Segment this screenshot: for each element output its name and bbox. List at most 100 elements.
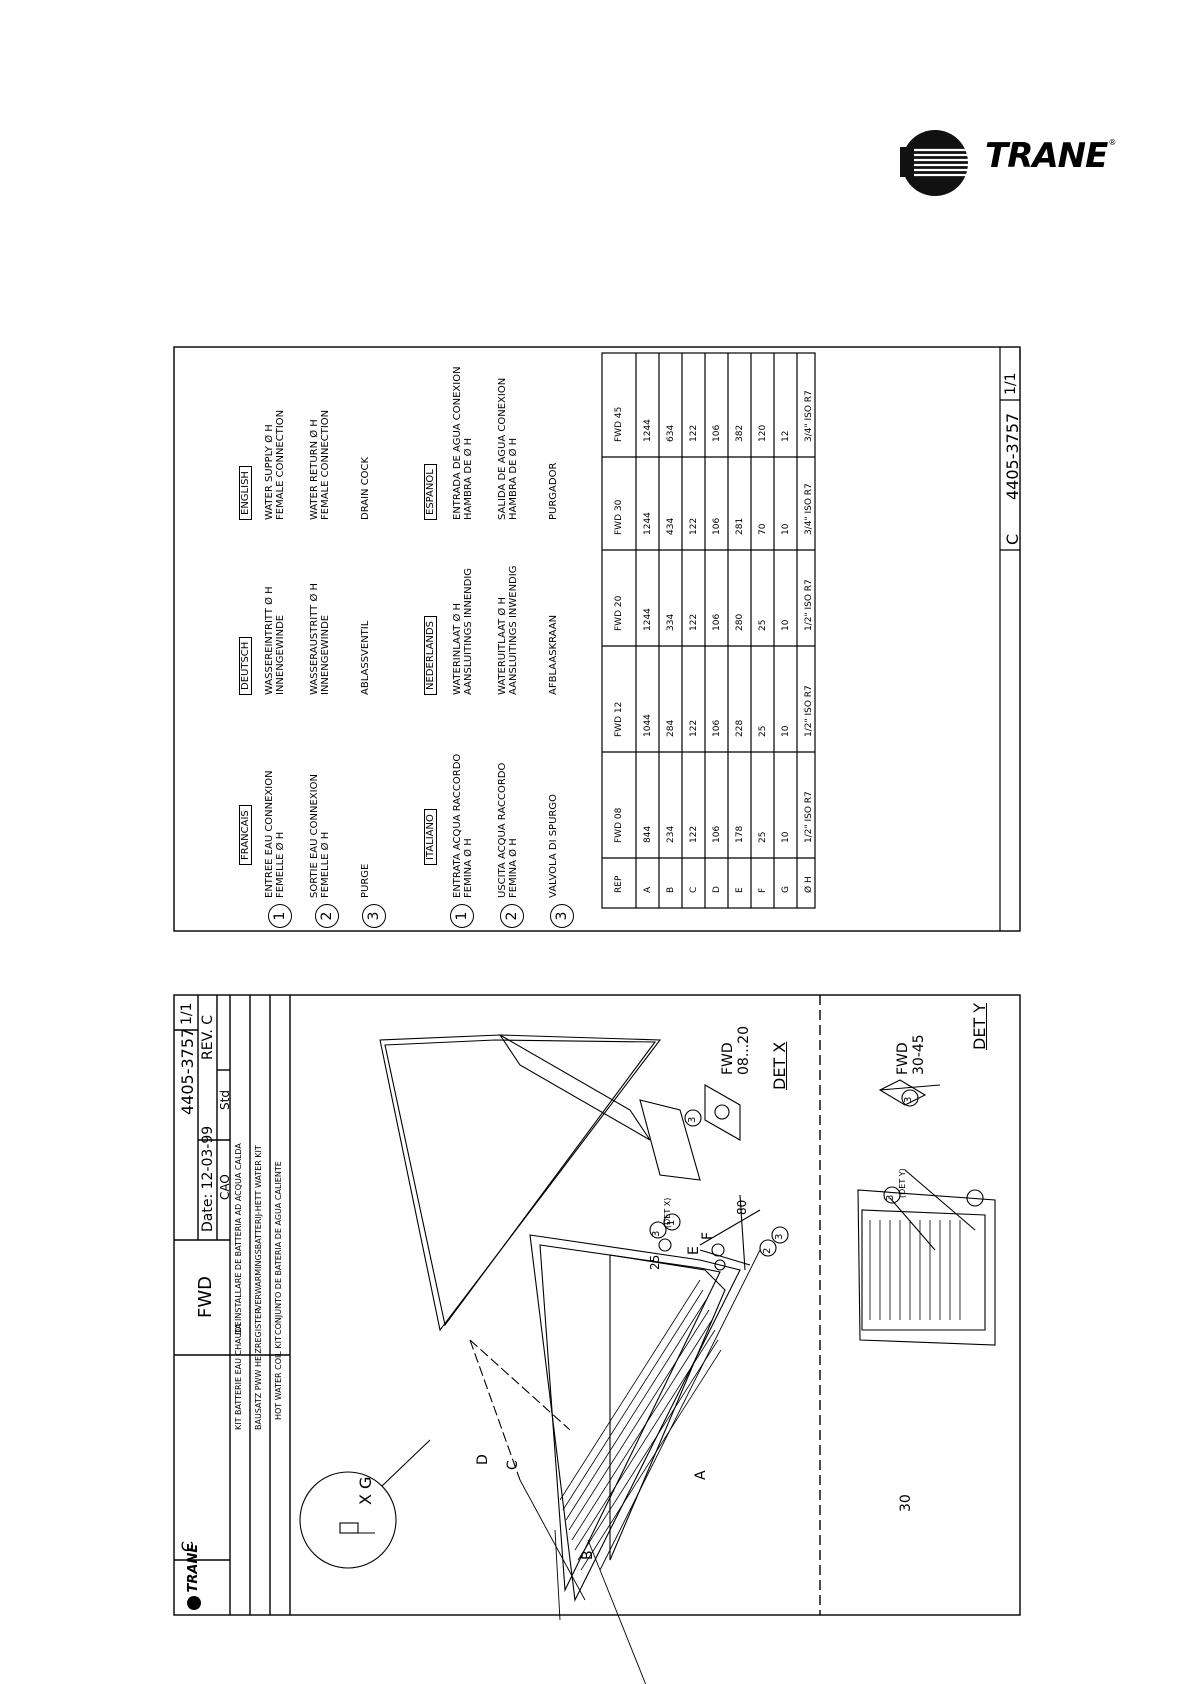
title-std: Std [218, 1090, 232, 1110]
table-cell: 1/2" ISO R7 [804, 579, 814, 631]
dim-30: 30 [898, 1494, 914, 1512]
table-cell: 844 [643, 825, 653, 843]
legend-num-3: 3 [362, 904, 386, 928]
legend-num-1: 1 [268, 904, 292, 928]
legend-en-3: DRAIN COCK [360, 456, 371, 520]
callout-det-y-tag: (DET Y) [898, 1168, 907, 1198]
trane-globe-icon [900, 130, 970, 196]
table-cell: 234 [666, 825, 676, 843]
legend-num-2: 2 [315, 904, 339, 928]
table-cell: 106 [712, 613, 722, 631]
table-header-cell: FWD 20 [614, 595, 624, 631]
table-cell: 3/4" ISO R7 [804, 483, 814, 535]
table-cell: 280 [735, 613, 745, 631]
table-cell: 10 [781, 725, 791, 737]
footer-number: 4405-3757 [1003, 412, 1022, 500]
dim-a: A [693, 1470, 709, 1480]
title-rev: REV. C [200, 1014, 216, 1060]
range-large-2: 30-45 [911, 1034, 927, 1075]
table-cell: 70 [758, 523, 768, 535]
table-cell: 122 [689, 517, 699, 535]
table-header-cell: FWD 45 [614, 406, 624, 442]
table-cell: 434 [666, 517, 676, 535]
footer-prefix: C [1003, 533, 1022, 545]
title-cao: CAO [218, 1174, 232, 1200]
legend-lang-en: ENGLISH [239, 466, 252, 520]
table-cell: 1244 [643, 419, 653, 442]
table-cell: 25 [758, 725, 768, 737]
table-cell: 122 [689, 825, 699, 843]
title-model: FWD [195, 1275, 216, 1318]
dim-80: 80 [735, 1199, 749, 1215]
table-cell: G [781, 886, 791, 893]
callout-1: 1 [666, 1219, 677, 1226]
callout-3-det: 3 [687, 1116, 698, 1123]
table-cell: 25 [758, 619, 768, 631]
table-cell: 1/2" ISO R7 [804, 791, 814, 843]
table-header-cell: FWD 12 [614, 701, 624, 737]
dim-f: F [700, 1231, 716, 1240]
range-small-2: 08...20 [736, 1026, 752, 1075]
dim-25: 25 [648, 1254, 662, 1270]
brand-logo: TRANE® [900, 128, 1120, 198]
callout-3-det-x: 3 [651, 1230, 662, 1237]
title-right-nl: VERWARMINGSBATTERIJ-HETT WATER KIT [254, 1145, 263, 1310]
table-cell: 106 [712, 719, 722, 737]
table-cell: 281 [735, 517, 745, 535]
table-cell: A [643, 886, 653, 893]
legend-num-1b: 1 [450, 904, 474, 928]
callout-3-det-y: 3 [885, 1194, 896, 1201]
table-cell: 10 [781, 523, 791, 535]
legend-lang-nl: NEDERLANDS [424, 616, 437, 695]
title-logo: TRANE [186, 1544, 201, 1610]
dim-d: D [475, 1454, 491, 1465]
table-cell: 1/2" ISO R7 [804, 685, 814, 737]
table-header-cell: REP [614, 875, 624, 893]
legend-it-3: VALVOLA DI SPURGO [548, 794, 559, 898]
table-header-cell: FWD 08 [614, 807, 624, 843]
legend-lang-es: ESPANOL [424, 464, 437, 520]
legend-fr-3: PURGE [360, 863, 371, 898]
title-date: Date: 12-03-99 [200, 1125, 216, 1232]
title-doc-number: 4405-3757 [178, 1027, 197, 1115]
title-right-es: CONJUNTO DE BATERIA DE AGUA CALIENTE [274, 1161, 283, 1335]
table-cell: 382 [735, 424, 745, 442]
dim-b: B [580, 1550, 596, 1560]
det-y-label: DET Y [970, 1002, 989, 1050]
dim-c: C [505, 1460, 521, 1470]
table-cell: Ø H [804, 876, 814, 893]
range-large-1: FWD [895, 1042, 911, 1075]
legend-num-3b: 3 [550, 904, 574, 928]
legend-num-2b: 2 [500, 904, 524, 928]
legend-lang-fr: FRANCAIS [239, 805, 252, 865]
callout-3-lower: 3 [903, 1096, 914, 1103]
title-left-en: HOT WATER COIL KIT [274, 1336, 283, 1420]
isometric-unit-drawing [299, 1034, 996, 1684]
table-cell: 122 [689, 613, 699, 631]
table-cell: B [666, 886, 676, 893]
legend-nl-3: AFBLAASKRAAN [548, 614, 559, 695]
table-cell: 106 [712, 424, 722, 442]
title-doc-prefix: C [178, 1540, 197, 1552]
table-cell: 1044 [643, 714, 653, 737]
screw-label: X G [356, 1476, 375, 1505]
table-cell: 120 [758, 424, 768, 442]
title-left-fr: KIT BATTERIE EAU CHAUDE [234, 1321, 243, 1430]
table-cell: E [735, 887, 745, 893]
table-cell: 10 [781, 619, 791, 631]
footer-sheet: 1/1 [1003, 372, 1019, 395]
callout-3: 3 [774, 1233, 785, 1240]
table-cell: D [712, 886, 722, 893]
title-sheet: 1/1 [179, 1002, 195, 1025]
brand-wordmark: TRANE® [985, 136, 1116, 176]
